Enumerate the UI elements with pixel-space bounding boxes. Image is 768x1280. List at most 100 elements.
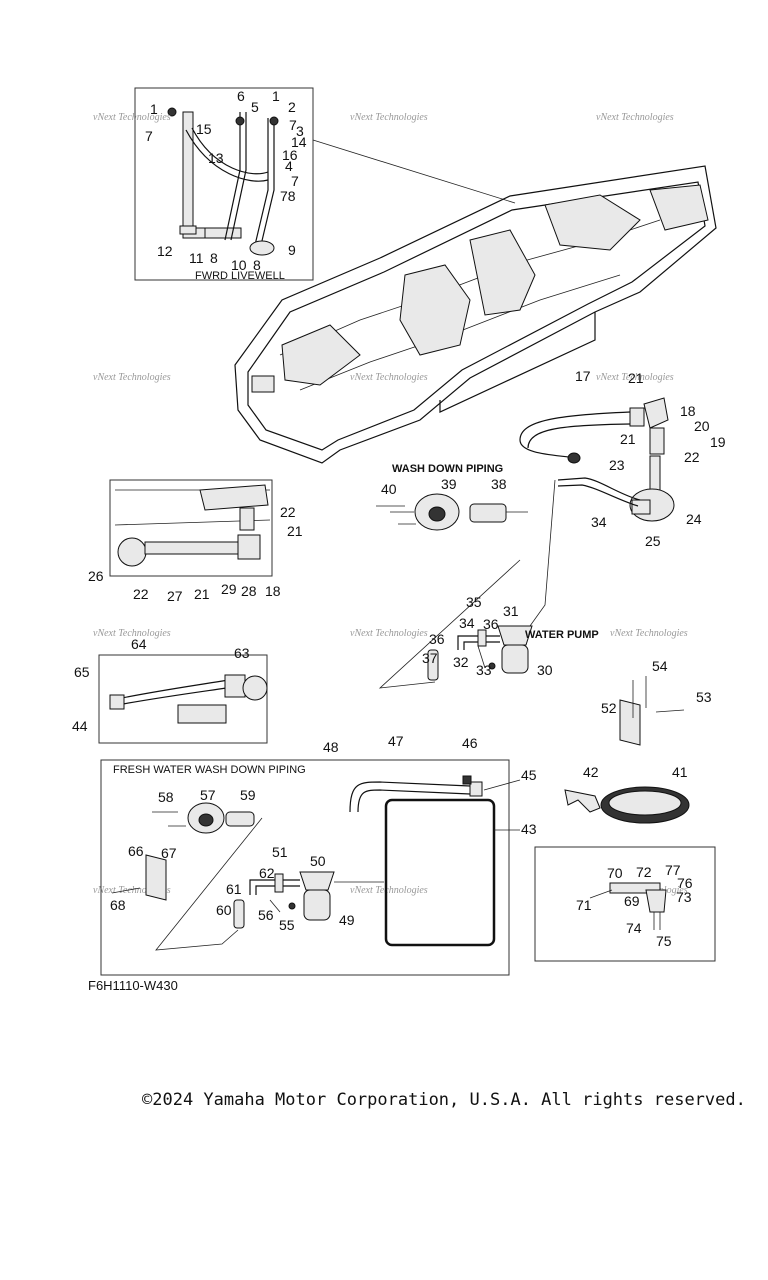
callout-19: 19 xyxy=(710,434,726,450)
hose-inset-frame xyxy=(98,654,268,744)
leader-34-to-pump xyxy=(519,479,556,641)
callout-21: 21 xyxy=(620,431,636,447)
copyright-notice: ©2024 Yamaha Motor Corporation, U.S.A. A… xyxy=(142,1090,746,1110)
nut-55 xyxy=(288,902,296,910)
tank-43 xyxy=(384,798,496,947)
callout-68: 68 xyxy=(110,897,126,913)
screw-68 xyxy=(111,887,141,894)
pump-head-50 xyxy=(299,871,335,891)
water-pump-caption: WATER PUMP xyxy=(525,629,599,641)
fresh-water-frame xyxy=(100,759,510,976)
watermark-text: vNext Technologies xyxy=(350,885,428,896)
callout-21: 21 xyxy=(287,523,303,539)
callout-36: 36 xyxy=(483,616,499,632)
fitting-63 xyxy=(224,674,246,698)
callout-51: 51 xyxy=(272,844,288,860)
callout-50: 50 xyxy=(310,853,326,869)
leader-inset-to-boat xyxy=(312,139,516,204)
fitting-45 xyxy=(469,781,483,797)
fitting-35 xyxy=(477,629,487,647)
callout-53: 53 xyxy=(696,689,712,705)
callout-41: 41 xyxy=(672,764,688,780)
callout-54: 54 xyxy=(652,658,668,674)
rear-seat xyxy=(544,194,641,251)
callout-69: 69 xyxy=(624,893,640,909)
callout-55: 55 xyxy=(279,917,295,933)
hull-side xyxy=(439,312,596,413)
callout-67: 67 xyxy=(161,845,177,861)
callout-62: 62 xyxy=(259,865,275,881)
stern-box xyxy=(649,184,709,231)
livewell-hose-cross xyxy=(185,129,269,182)
callout-40: 40 xyxy=(381,481,397,497)
fwrd-livewell-frame xyxy=(134,87,314,281)
coil-hose-group: 42 41 xyxy=(564,764,690,824)
livewell-cap-1 xyxy=(167,107,177,117)
watermark-text: vNext Technologies xyxy=(596,112,674,123)
bow-cleat-box xyxy=(251,375,275,393)
callout-29: 29 xyxy=(221,581,237,597)
callout-78: 78 xyxy=(280,188,296,204)
callout-13: 13 xyxy=(208,150,224,166)
callout-66: 66 xyxy=(128,843,144,859)
callout-22: 22 xyxy=(280,504,296,520)
hull-gunwale xyxy=(247,181,706,451)
screw-56 xyxy=(269,899,281,913)
strainer-18 xyxy=(643,397,669,429)
watermark-text: vNext Technologies xyxy=(93,372,171,383)
watermark-text: vNext Technologies xyxy=(93,628,171,639)
livewell-clamp-12 xyxy=(179,225,197,235)
hose-17-end xyxy=(567,452,581,464)
callout-4: 4 xyxy=(285,158,293,174)
callout-52: 52 xyxy=(601,700,617,716)
callout-64: 64 xyxy=(131,636,147,652)
callout-30: 30 xyxy=(537,662,553,678)
callout-24: 24 xyxy=(686,511,702,527)
callout-23: 23 xyxy=(609,457,625,473)
callout-45: 45 xyxy=(521,767,537,783)
tee-19 xyxy=(649,427,665,455)
callout-3: 3 xyxy=(296,123,304,139)
callout-28: 28 xyxy=(241,583,257,599)
callout-72: 72 xyxy=(636,864,652,880)
pump-head-31 xyxy=(497,625,533,646)
callout-65: 65 xyxy=(74,664,90,680)
livewell-fitting-9 xyxy=(249,240,275,256)
callout-39: 39 xyxy=(441,476,457,492)
callout-14: 14 xyxy=(291,134,307,150)
callout-8: 8 xyxy=(253,257,261,273)
callout-5: 5 xyxy=(251,99,259,115)
fwrd-livewell-inset: 1 7 15 13 6 5 1 2 7 3 14 16 4 7 78 12 11… xyxy=(134,87,516,282)
fitting-46 xyxy=(462,775,472,785)
callout-1: 1 xyxy=(272,88,280,104)
callout-15: 15 xyxy=(196,121,212,137)
washdown-fitting-group: 40 39 38 xyxy=(376,476,528,531)
coupler-59 xyxy=(225,811,255,827)
callout-34: 34 xyxy=(591,514,607,530)
callout-22: 22 xyxy=(133,586,149,602)
clamp-44 xyxy=(109,694,125,710)
callout-70: 70 xyxy=(607,865,623,881)
callout-9: 9 xyxy=(288,242,296,258)
livewell-tube-left xyxy=(182,111,194,231)
fitting-37 xyxy=(427,649,439,681)
callout-17: 17 xyxy=(575,368,591,384)
livewell-tube-mid xyxy=(224,112,241,241)
livewell-hose-bottom xyxy=(204,227,242,239)
fitting-51 xyxy=(274,873,284,893)
callout-12: 12 xyxy=(157,243,173,259)
valve-inset: 70 72 77 76 71 69 73 74 75 xyxy=(534,846,716,962)
fresh-water-group: FRESH WATER WASH DOWN PIPING 48 47 46 45… xyxy=(100,733,537,976)
watermark-text: vNext Technologies xyxy=(350,372,428,383)
callout-21: 21 xyxy=(194,586,210,602)
figure-code: F6H1110-W430 xyxy=(88,978,178,993)
callout-58: 58 xyxy=(158,789,174,805)
screw-32 xyxy=(477,645,486,669)
pump-base-25 xyxy=(631,499,651,515)
callout-25: 25 xyxy=(645,533,661,549)
callout-46: 46 xyxy=(462,735,478,751)
boat-hull xyxy=(234,165,717,464)
callout-27: 27 xyxy=(167,588,183,604)
callout-26: 26 xyxy=(88,568,104,584)
bracket-group: 54 53 52 xyxy=(601,658,712,746)
